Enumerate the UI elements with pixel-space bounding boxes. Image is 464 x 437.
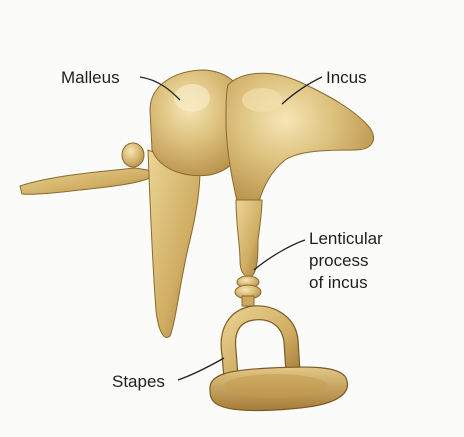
malleus-lateral-knob <box>122 143 144 167</box>
incus-label: Incus <box>326 68 367 87</box>
lenticular-label-line3: of incus <box>309 273 368 292</box>
lenticular-label-line2: process <box>309 251 369 270</box>
lenticular-label-line1: Lenticular <box>309 229 383 248</box>
stapes-label: Stapes <box>112 372 165 391</box>
malleus-label: Malleus <box>61 68 120 87</box>
